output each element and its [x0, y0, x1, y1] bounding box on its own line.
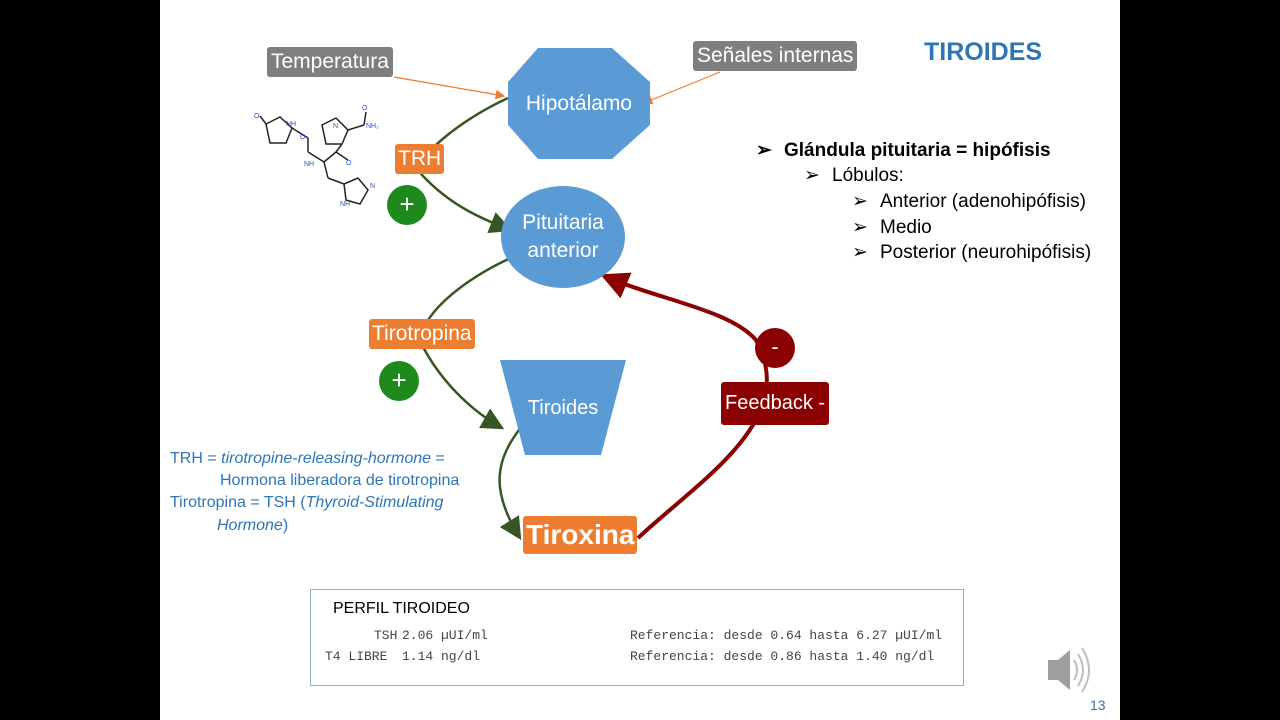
inhibition-minus: - — [755, 328, 795, 368]
note-tsh-line2: Hormone) — [217, 517, 288, 535]
bullet-level1-text: Glándula pituitaria = hipófisis — [784, 140, 1051, 161]
note-text: TRH = — [170, 450, 222, 467]
trh-label: TRH — [395, 144, 445, 174]
bullet-arrow-icon: ➢ — [756, 140, 772, 161]
lab-row-label: TSH — [374, 628, 398, 643]
note-trh-translation: Hormona liberadora de tirotropina — [220, 472, 460, 489]
bullet-level2: ➢ Lóbulos: — [804, 164, 904, 187]
thyrotropin-label: Tirotropina — [369, 319, 475, 349]
thyroxine-arrow — [498, 425, 523, 541]
svg-text:O: O — [254, 113, 260, 120]
lab-report-title: PERFIL TIROIDEO — [333, 600, 470, 617]
svg-text:NH: NH — [286, 121, 296, 128]
hypothalamus-octagon — [508, 48, 650, 159]
bullet-arrow-icon: ➢ — [852, 191, 868, 212]
trh-arrow — [419, 96, 513, 234]
thyroid-trapezoid — [500, 360, 626, 455]
bullet-level3-item: ➢ Anterior (adenohipófisis) — [852, 190, 1086, 213]
note-term: Thyroid-Stimulating — [305, 494, 444, 511]
slide-title: TIROIDES — [924, 38, 1043, 66]
hypothalamus-label: Hipotálamo — [525, 92, 633, 115]
bullet-level1: ➢ Glándula pituitaria = hipófisis — [756, 139, 1051, 162]
lab-row-label: T4 LIBRE — [325, 649, 388, 664]
note-trh: TRH = tirotropine-releasing-hormone = — [170, 450, 445, 468]
lab-row-value: 1.14 ng/dl — [402, 649, 481, 664]
lab-row-reference: Referencia: desde 0.86 hasta 1.40 ng/dl — [630, 649, 935, 664]
internal-signals-label: Señales internas — [693, 41, 858, 71]
thyroxine-label: Tiroxina — [523, 516, 638, 554]
speaker-icon[interactable] — [1048, 647, 1090, 693]
bullet-level3-item: ➢ Medio — [852, 216, 932, 239]
svg-text:O: O — [300, 134, 306, 141]
svg-text:NH: NH — [304, 161, 314, 168]
bullet-arrow-icon: ➢ — [852, 217, 868, 238]
bullet-level2-text: Lóbulos: — [832, 165, 904, 186]
svg-text:NH₂: NH₂ — [366, 123, 379, 130]
lab-row-value: 2.06 µUI/ml — [402, 628, 488, 643]
note-term: Hormone — [217, 517, 283, 534]
note-text: ) — [282, 517, 289, 534]
note-term: tirotropine-releasing-hormone — [221, 450, 432, 467]
bullet-level3-text: Anterior (adenohipófisis) — [880, 191, 1086, 212]
svg-text:O: O — [346, 160, 352, 167]
note-text: = — [431, 450, 445, 467]
lab-row-reference: Referencia: desde 0.64 hasta 6.27 µUI/ml — [630, 628, 943, 643]
thyroid-label: Tiroides — [527, 397, 599, 419]
internal-signals-arrow — [642, 71, 721, 105]
pituitary-ellipse — [501, 186, 625, 288]
bullet-level3-item: ➢ Posterior (neurohipófisis) — [852, 241, 1091, 264]
molecule-structure-icon — [259, 111, 369, 205]
note-text: Tirotropina = TSH ( — [170, 494, 306, 511]
bullet-level3-text: Medio — [880, 217, 932, 238]
note-tsh: Tirotropina = TSH (Thyroid-Stimulating — [170, 494, 443, 512]
stimulation-plus-2: + — [379, 361, 419, 401]
temperature-label: Temperatura — [267, 47, 393, 77]
page-number: 13 — [1090, 697, 1106, 713]
pituitary-label-line2: anterior — [527, 239, 599, 262]
bullet-arrow-icon: ➢ — [804, 165, 820, 186]
stimulation-plus-1: + — [387, 185, 427, 225]
slide: O NH O NH N O O NH₂ N NH Temperatura Señ… — [160, 0, 1120, 720]
bullet-level3-text: Posterior (neurohipófisis) — [880, 242, 1092, 263]
svg-text:N: N — [370, 183, 375, 190]
svg-text:O: O — [362, 105, 368, 112]
svg-text:N: N — [333, 123, 338, 130]
svg-text:NH: NH — [340, 201, 350, 208]
feedback-label: Feedback - — [721, 382, 830, 425]
lab-report-box: PERFIL TIROIDEO TSH 2.06 µUI/ml Referenc… — [310, 589, 964, 686]
temperature-arrow — [393, 76, 506, 100]
bullet-arrow-icon: ➢ — [852, 242, 868, 263]
pituitary-label-line1: Pituitaria — [522, 211, 604, 234]
